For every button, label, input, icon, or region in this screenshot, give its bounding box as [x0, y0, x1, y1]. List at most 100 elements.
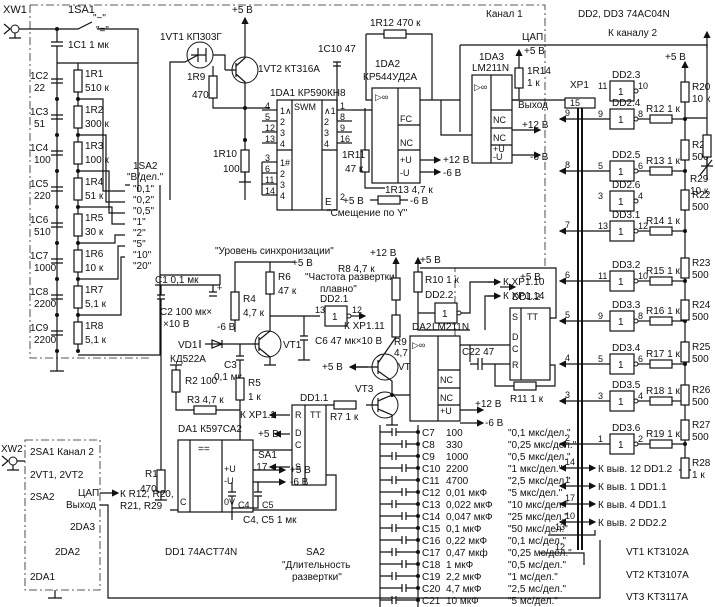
gate-label: DD3.5 — [612, 380, 641, 391]
sa2-position: "2" — [133, 228, 146, 239]
c2-label-b: ×10 В — [163, 319, 190, 330]
plus12-label: +12 В — [370, 248, 397, 259]
ladder-resistor — [680, 81, 690, 103]
gate-in-pin: 3 — [598, 391, 603, 401]
timing-cap-value: 0,22 мкФ — [446, 536, 487, 547]
timing-cap-value: 10 мкФ — [446, 596, 479, 607]
da3-output-label: Выход — [518, 100, 548, 111]
vt1-part: VT1 KT3102A — [626, 547, 689, 558]
pin-number: 6 — [265, 164, 270, 174]
ch2-ref-2: R21, R29 — [120, 501, 163, 512]
divider-resistor — [73, 249, 83, 273]
r13-left: +5 В — [343, 196, 364, 207]
gate-in-pin: 3 — [598, 191, 603, 201]
ch2-part-label: 2SA1 Канал 2 — [30, 447, 94, 458]
svg-text:+U: +U — [224, 464, 236, 474]
r10-sweep-label: R10 1 к — [425, 275, 459, 286]
svg-text:+5 В: +5 В — [322, 362, 343, 373]
divider-capacitor — [51, 222, 63, 228]
divider-capacitor — [51, 186, 63, 192]
r8-freq-pot[interactable] — [391, 277, 401, 301]
svg-text:+12 В: +12 В — [475, 399, 502, 410]
xw1-connector[interactable] — [3, 23, 21, 39]
da1-mux-chip — [276, 99, 338, 211]
timing-cap-name: C21 — [422, 596, 441, 607]
gate-out-pin: 12 — [638, 221, 648, 231]
divider-res-value: 5,1 к — [85, 299, 107, 310]
svg-text:-6 В: -6 В — [530, 152, 549, 163]
svg-text:1: 1 — [618, 317, 624, 328]
r3-label: R3 4,7 к — [187, 395, 224, 406]
pin-number: 12 — [265, 123, 275, 133]
ladder-resistor — [680, 139, 690, 161]
svg-text:1: 1 — [618, 277, 624, 288]
r10-resistor — [240, 149, 250, 173]
divider-resistor — [73, 285, 83, 309]
sa2-position: "20" — [133, 261, 152, 272]
xw2-label: XW2 — [1, 444, 23, 455]
ladder-resistor-value: 10 к — [692, 94, 711, 105]
divider-cap-label: 1C2 — [30, 71, 49, 82]
ladder-resistor — [680, 299, 690, 321]
divider-capacitor — [51, 150, 63, 156]
divider-cap-value: 1000 — [34, 263, 57, 274]
r3-resistor — [193, 405, 217, 415]
aux-pin: 1 — [565, 475, 570, 485]
series-resistor — [649, 439, 673, 449]
timing-cap-value: 0,47 мкф — [446, 547, 488, 559]
timing-cap-value: 2,2 мкФ — [446, 572, 482, 583]
divider-cap-label: 1C6 — [30, 215, 49, 226]
divider-resistor — [73, 105, 83, 129]
timing-capacitor — [380, 488, 418, 496]
r10-value: 100 — [223, 164, 240, 175]
pin-number: 16 — [340, 134, 350, 144]
pin-label: ∧1 — [324, 106, 336, 116]
ladder-resistor-name: R20 — [692, 82, 711, 93]
timing-cap-value: 1 мкФ — [446, 560, 474, 571]
ladder-resistor — [680, 189, 690, 211]
r4-label: R4 — [243, 294, 256, 305]
divider-res-label: 1R5 — [85, 213, 104, 224]
vt2-sweep-label: VT2 — [398, 362, 417, 373]
neg6-label: -6 В — [217, 322, 236, 333]
timing-capacitor — [380, 536, 418, 544]
timing-cap-value: 2200 — [446, 464, 469, 475]
xp1-pin: 2 — [565, 433, 570, 443]
r14-label: 1R14 — [527, 66, 551, 77]
svg-text:1: 1 — [618, 167, 624, 178]
vt2-sweep-transistor-icon — [355, 336, 399, 395]
r6-resistor — [265, 271, 275, 295]
divider-res-label: 1R1 — [85, 69, 104, 80]
r4-sync-pot[interactable] — [230, 291, 240, 321]
ch2-part-label: 2VT1, 2VT2 — [30, 470, 84, 481]
svg-text:-U: -U — [493, 152, 503, 162]
xp1-connector[interactable] — [564, 97, 596, 109]
pin-number: 1 — [340, 101, 345, 111]
sa2-range-switch[interactable]: "0,1""0,2""0,5""1""2""5""10""20" — [78, 184, 161, 356]
ladder-resistor-value: 1 к — [692, 470, 705, 481]
ch2-out-label: Выход — [66, 500, 96, 511]
series-resistor — [649, 166, 673, 176]
ladder-resistor — [680, 384, 690, 406]
xw2-connector[interactable] — [1, 455, 25, 471]
svg-text:1: 1 — [332, 312, 338, 323]
timing-capacitor — [380, 572, 418, 580]
gate-out-pin: 6 — [638, 354, 643, 364]
svg-text:+5 В: +5 В — [420, 255, 441, 266]
ladder-resistor — [680, 257, 690, 279]
r7-resistor — [333, 400, 357, 410]
vt2-label: 1VT2 КТ316А — [258, 64, 320, 75]
dd21-label: DD2.1 — [320, 294, 349, 305]
gate-label: DD3.1 — [612, 210, 641, 221]
sa2-sweep-label: SA2 — [306, 547, 325, 558]
timing-cap-name: C7 — [422, 428, 435, 439]
aux-pin-label: К выв. 4 DD1.1 — [598, 500, 667, 511]
da2-label: 1DA2 — [375, 59, 400, 70]
ladder-resistor-name: R21 — [692, 140, 711, 151]
sa1-switch[interactable] — [19, 21, 139, 192]
aux-pin: 17 — [565, 493, 575, 503]
svg-text:+12 В: +12 В — [522, 120, 549, 131]
r13-offset-pot[interactable] — [377, 195, 401, 205]
timing-capacitor — [380, 476, 418, 484]
r9-value: 470 — [192, 90, 209, 101]
